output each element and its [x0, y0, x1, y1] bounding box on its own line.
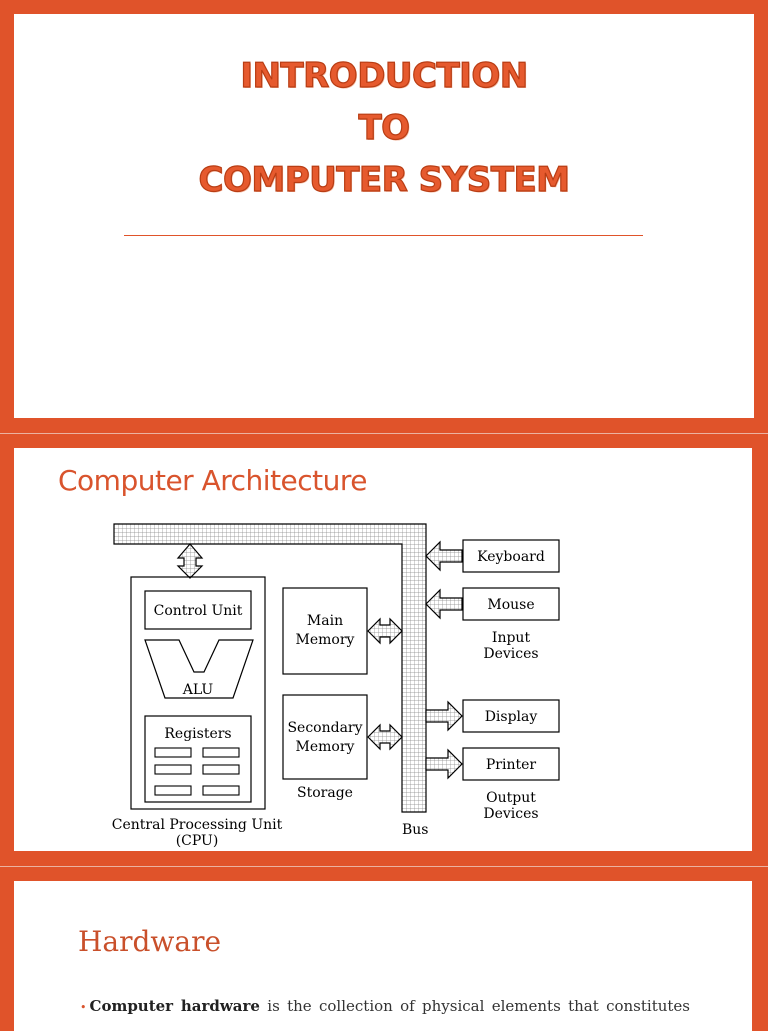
display-box [462, 699, 560, 733]
input-devices-line1: Input [492, 630, 531, 646]
architecture-diagram: Bus Control Unit ALU Registers Central P… [112, 523, 560, 849]
title-line-1: INTRODUCTION [240, 55, 529, 96]
title-line-3: COMPUTER SYSTEM [198, 159, 571, 200]
printer-label: Printer [486, 757, 537, 773]
cpu-box [130, 576, 266, 810]
keyboard-box [462, 539, 560, 573]
alu-shape [144, 639, 254, 699]
keyboard-arrow [425, 540, 463, 572]
mouse-label: Mouse [487, 597, 534, 613]
display-arrow [425, 700, 463, 732]
system-bus [113, 523, 427, 813]
secondary-memory-box [282, 694, 368, 780]
bus-cpu-arrow [176, 543, 204, 579]
main-title: INTRODUCTION TO COMPUTER SYSTEM [14, 50, 754, 206]
output-devices-line2: Devices [483, 806, 538, 822]
bus-label: Bus [402, 822, 429, 838]
slide-separator [0, 866, 768, 867]
register-cells [154, 747, 240, 796]
output-devices-line1: Output [486, 790, 536, 806]
printer-box [462, 747, 560, 781]
printer-arrow [425, 748, 463, 780]
keyboard-label: Keyboard [477, 549, 545, 565]
title-divider [124, 235, 643, 236]
main-memory-line1: Main [307, 613, 343, 629]
storage-label: Storage [297, 785, 353, 801]
secondary-memory-line2: Memory [296, 739, 355, 755]
slide-separator [0, 433, 768, 434]
control-unit-label: Control Unit [154, 603, 243, 619]
mouse-arrow [425, 588, 463, 620]
registers-label: Registers [164, 726, 231, 742]
cpu-label-line1: Central Processing Unit [112, 817, 283, 833]
display-label: Display [485, 709, 538, 725]
bullet-bold-term: Computer hardware [89, 997, 260, 1015]
title-slide: INTRODUCTION TO COMPUTER SYSTEM [14, 14, 754, 418]
title-line-2: TO [358, 107, 411, 148]
slide-title: Computer Architecture [58, 464, 368, 497]
architecture-slide: Computer Architecture Bus Control Unit A… [14, 448, 752, 851]
bullet-text: is the collection of physical elements t… [267, 997, 690, 1015]
cpu-label-line2: (CPU) [176, 833, 219, 849]
hardware-slide: Hardware •Computer hardware is the colle… [14, 881, 752, 1031]
slide-title: Hardware [78, 925, 222, 958]
input-devices-line2: Devices [483, 646, 538, 662]
secondary-memory-line1: Secondary [287, 720, 362, 736]
bullet-dot-icon: • [80, 1001, 87, 1014]
secondary-memory-bus-arrow [367, 723, 403, 751]
main-memory-box [282, 587, 368, 675]
registers-box [144, 715, 252, 803]
mouse-box [462, 587, 560, 621]
alu-label: ALU [182, 682, 214, 698]
control-unit-box [144, 590, 252, 630]
main-memory-line2: Memory [296, 632, 355, 648]
main-memory-bus-arrow [367, 617, 403, 645]
hardware-bullet: •Computer hardware is the collection of … [80, 997, 690, 1015]
